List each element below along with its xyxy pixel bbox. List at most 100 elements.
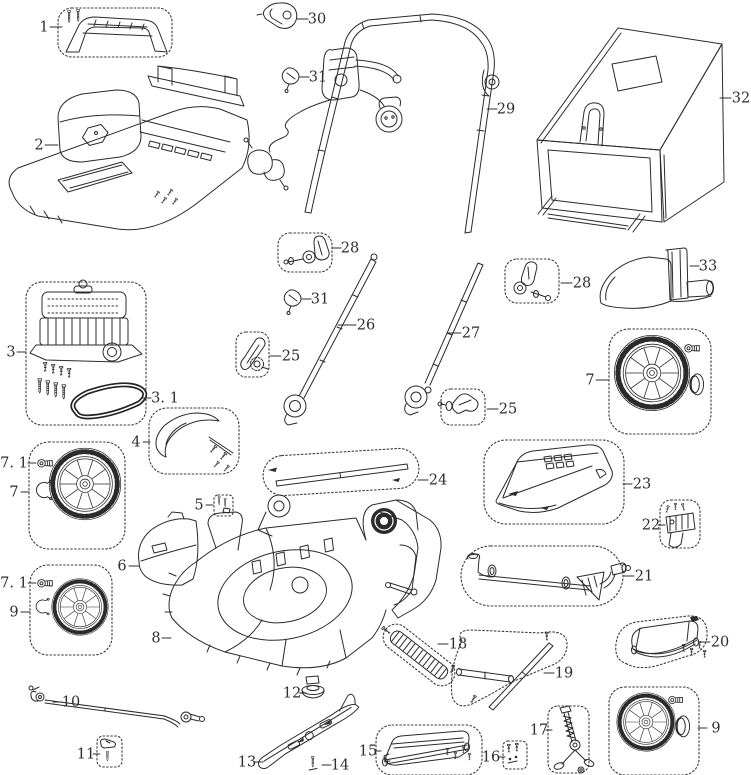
svg-text:15: 15 bbox=[359, 744, 377, 760]
callout-29: 29 bbox=[486, 102, 515, 118]
svg-text:33: 33 bbox=[699, 259, 717, 275]
callout-20: 20 bbox=[700, 635, 729, 651]
svg-text:7: 7 bbox=[585, 373, 594, 389]
callout-19: 19 bbox=[543, 666, 573, 682]
callout-26: 26 bbox=[337, 318, 375, 334]
part-25-left-cam-lock bbox=[235, 331, 270, 378]
svg-text:31: 31 bbox=[311, 292, 329, 308]
callout-11: 11 bbox=[77, 747, 101, 763]
callout-10: 10 bbox=[52, 695, 80, 711]
part-3-1-drive-belt bbox=[70, 382, 148, 420]
part-29-upper-handle bbox=[243, 13, 500, 234]
callout-25a: 25 bbox=[269, 349, 300, 365]
part-7-1-wheel-bolt-b bbox=[37, 579, 53, 588]
part-33-mulch-plug bbox=[599, 247, 714, 309]
callout-5: 5 bbox=[194, 498, 214, 514]
svg-text:5: 5 bbox=[194, 498, 203, 514]
callout-2: 2 bbox=[34, 138, 59, 154]
callout-24: 24 bbox=[417, 473, 447, 489]
svg-text:22: 22 bbox=[642, 518, 660, 534]
callout-9r: 9 bbox=[697, 721, 721, 737]
svg-text:25: 25 bbox=[499, 402, 517, 418]
part-10-front-axle bbox=[28, 685, 205, 728]
part-1-handle-cover bbox=[57, 7, 173, 58]
svg-text:2: 2 bbox=[34, 138, 43, 154]
part-7-1-wheel-bolt-a bbox=[37, 459, 53, 468]
part-15-rear-flap bbox=[375, 724, 483, 775]
part-9-rear-small-wheel-group bbox=[608, 686, 700, 775]
part-7-front-wheel-group bbox=[28, 441, 126, 550]
callout-23: 23 bbox=[622, 477, 651, 493]
callout-7l: 7 bbox=[9, 485, 30, 501]
callout-30: 30 bbox=[296, 12, 326, 28]
svg-text:32: 32 bbox=[732, 91, 750, 107]
svg-text:20: 20 bbox=[711, 635, 729, 651]
svg-text:12: 12 bbox=[283, 686, 301, 702]
callout-31b: 31 bbox=[301, 292, 329, 308]
svg-text:25: 25 bbox=[282, 349, 300, 365]
part-6-side-cover bbox=[138, 511, 199, 586]
part-5-hardware-kit bbox=[213, 494, 234, 517]
callout-15: 15 bbox=[359, 744, 382, 760]
svg-text:9: 9 bbox=[9, 605, 18, 621]
svg-text:30: 30 bbox=[308, 12, 326, 28]
svg-text:7. 1: 7. 1 bbox=[0, 456, 28, 472]
svg-text:7: 7 bbox=[9, 485, 18, 501]
callout-3-1: 3. 1 bbox=[141, 391, 179, 407]
svg-text:29: 29 bbox=[497, 102, 515, 118]
svg-text:10: 10 bbox=[62, 695, 80, 711]
callout-33: 33 bbox=[689, 259, 717, 275]
part-27-lower-handle-right bbox=[404, 262, 484, 416]
svg-text:13: 13 bbox=[238, 755, 256, 771]
svg-text:9: 9 bbox=[711, 721, 720, 737]
callout-17: 17 bbox=[530, 723, 553, 739]
svg-text:27: 27 bbox=[462, 326, 480, 342]
part-16-hardware-kit bbox=[502, 740, 528, 770]
part-9-front-small-wheel-group bbox=[29, 564, 113, 656]
callout-22: 22 bbox=[642, 518, 666, 534]
svg-text:16: 16 bbox=[482, 750, 500, 766]
part-31-cable-clip-upper bbox=[281, 67, 300, 93]
callout-28b: 28 bbox=[560, 276, 591, 292]
svg-text:31: 31 bbox=[309, 70, 327, 86]
callout-13: 13 bbox=[238, 755, 264, 771]
part-21-height-adjust-axle bbox=[460, 545, 631, 607]
callout-7r: 7 bbox=[585, 373, 609, 389]
part-17-height-lever bbox=[547, 705, 595, 774]
part-26-lower-handle-left bbox=[283, 253, 378, 426]
callout-27: 27 bbox=[447, 326, 480, 342]
svg-text:24: 24 bbox=[429, 473, 447, 489]
part-8-deck-housing bbox=[162, 494, 442, 676]
svg-text:28: 28 bbox=[573, 276, 591, 292]
callout-9l: 9 bbox=[9, 605, 31, 621]
part-2-mower-assembly bbox=[8, 65, 250, 231]
svg-text:18: 18 bbox=[449, 637, 467, 653]
part-30-cable-lever bbox=[256, 2, 298, 29]
part-23-top-cover bbox=[483, 439, 625, 525]
callout-8: 8 bbox=[151, 631, 172, 647]
callout-12: 12 bbox=[283, 686, 307, 702]
part-20-rear-door bbox=[615, 615, 708, 669]
svg-text:3. 1: 3. 1 bbox=[151, 391, 179, 407]
svg-text:14: 14 bbox=[331, 758, 349, 774]
part-22-cover-latch bbox=[659, 499, 701, 549]
callout-25b: 25 bbox=[486, 402, 517, 418]
callout-21: 21 bbox=[623, 569, 653, 585]
part-19-rear-axle-kit bbox=[449, 629, 568, 711]
callout-1: 1 bbox=[39, 20, 63, 36]
callout-7-1a: 7. 1 bbox=[0, 456, 37, 472]
svg-text:17: 17 bbox=[530, 723, 548, 739]
svg-text:4: 4 bbox=[131, 435, 140, 451]
part-12-blade-adapter bbox=[301, 675, 325, 699]
callout-6: 6 bbox=[117, 559, 140, 575]
svg-text:21: 21 bbox=[635, 569, 653, 585]
part-14-blade-bolt bbox=[308, 756, 318, 771]
callout-32: 32 bbox=[719, 91, 750, 107]
callout-28a: 28 bbox=[331, 241, 359, 257]
part-28-right-handle-clamp bbox=[504, 258, 560, 304]
svg-text:7. 1: 7. 1 bbox=[0, 576, 28, 592]
svg-text:1: 1 bbox=[39, 20, 48, 36]
part-3-motor-assembly bbox=[25, 279, 147, 426]
